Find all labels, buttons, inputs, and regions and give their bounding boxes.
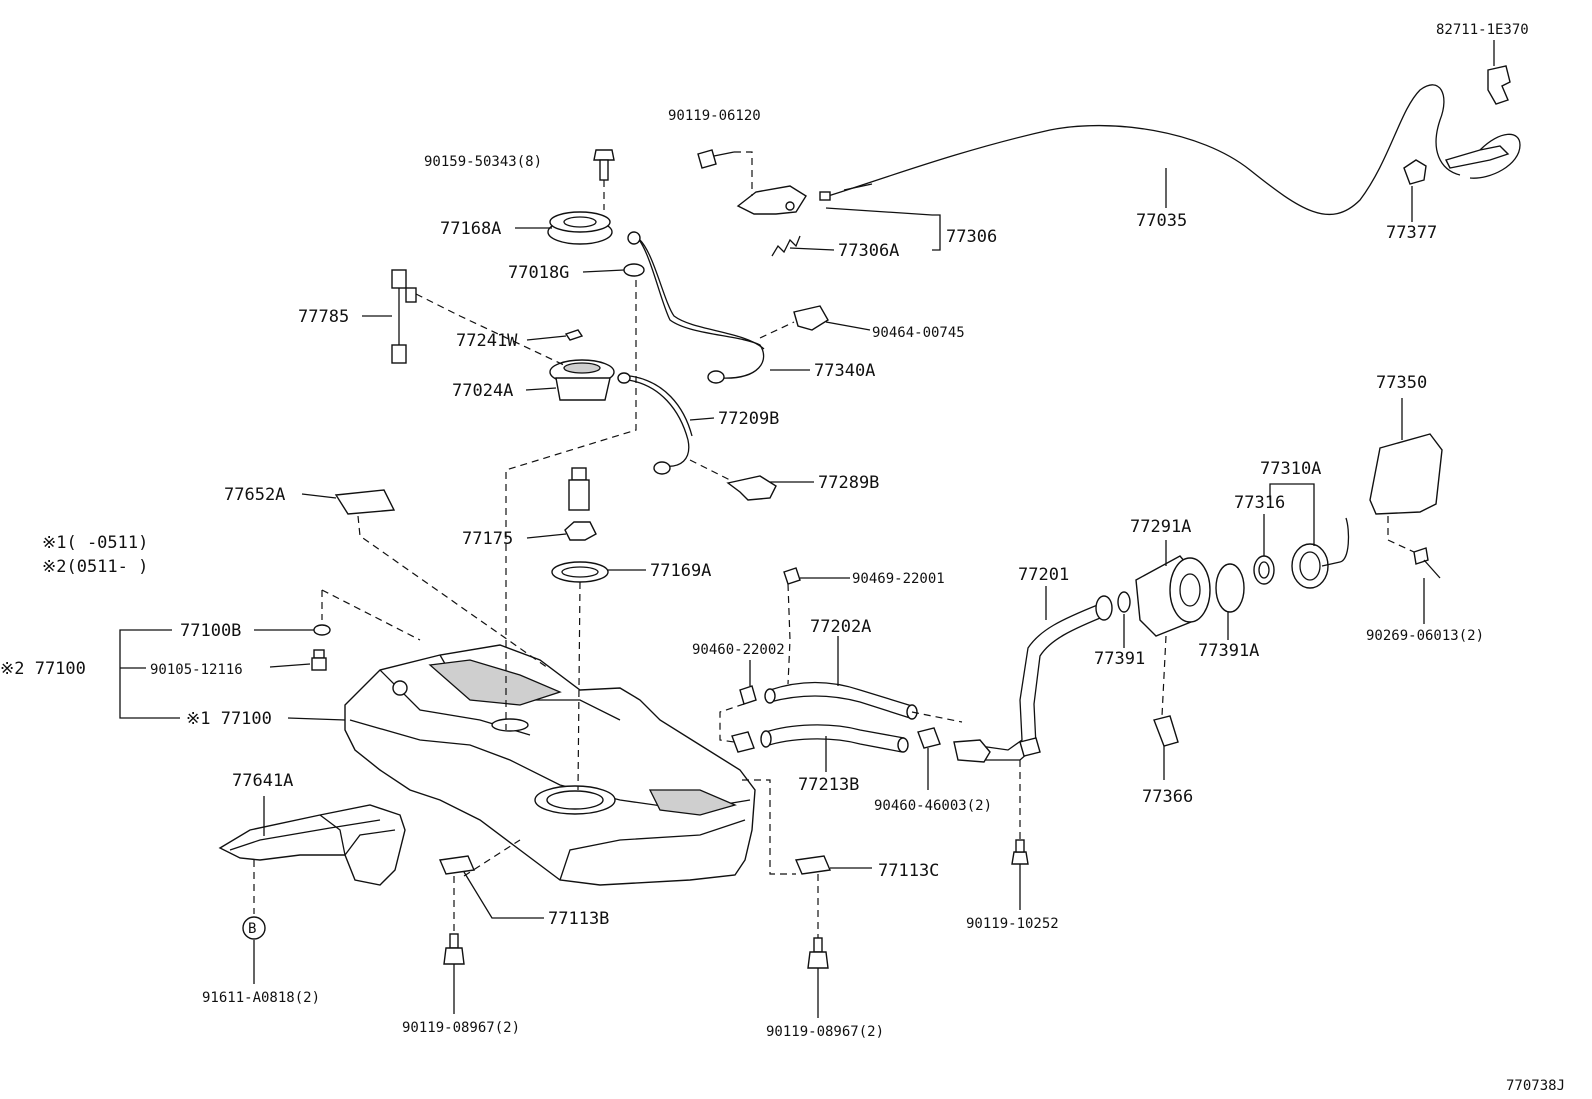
lever-77306 (736, 185, 807, 215)
pump-77175 (564, 467, 597, 541)
ring-77168A (547, 211, 613, 245)
label-77175: 77175 (462, 529, 513, 549)
label-77652A: 77652A (224, 485, 285, 505)
gasket-77169A (551, 561, 609, 583)
label-90269-06013: 90269-06013(2) (1366, 628, 1484, 644)
circle-b-text: B (248, 921, 256, 937)
bolt-90119-10252 (1011, 839, 1029, 865)
housing-77291A (1135, 555, 1211, 637)
label-77213B: 77213B (798, 775, 859, 795)
circle-b-marker (242, 916, 266, 940)
leader-lines (119, 40, 1495, 1018)
clip-77241W (564, 329, 584, 341)
label-77785: 77785 (298, 307, 349, 327)
label-77641A: 77641A (232, 771, 293, 791)
band-77113C (794, 855, 832, 875)
spring-77306A (771, 235, 801, 257)
label-77024A: 77024A (452, 381, 513, 401)
label-77289B: 77289B (818, 473, 879, 493)
label-77291A: 77291A (1130, 517, 1191, 537)
clamp-90469 (783, 567, 801, 585)
label-77113B: 77113B (548, 909, 609, 929)
grommet-77377 (1403, 159, 1427, 185)
label-77035: 77035 (1136, 211, 1187, 231)
label-90119-06120: 90119-06120 (668, 108, 761, 124)
label-82711-1E370: 82711-1E370 (1436, 22, 1529, 38)
fuel-door-77350 (1369, 433, 1443, 515)
clamp-90460-46003 (731, 727, 941, 753)
screw-90269 (1413, 547, 1441, 579)
protector-77366 (1153, 715, 1179, 747)
pump-bracket-77024A (549, 359, 615, 401)
label-77241W: 77241W (456, 331, 518, 351)
clamp-90464 (793, 305, 829, 331)
label-77310A: 77310A (1260, 459, 1321, 479)
tank-protector-77641A (218, 804, 406, 886)
seal-77391 (1117, 591, 1131, 613)
cap-77310A (1291, 517, 1350, 589)
sender-gauge-77785 (391, 269, 417, 364)
label-90105-12116: 90105-12116 (150, 662, 243, 678)
note-2: ※2(0511- ) (42, 557, 148, 577)
label-77209B: 77209B (718, 409, 779, 429)
label-77018G: 77018G (508, 263, 569, 283)
clamp-77289B (726, 475, 777, 501)
clip-82711 (1487, 65, 1511, 105)
label-90464-00745: 90464-00745 (872, 325, 965, 341)
label-77168A: 77168A (440, 219, 501, 239)
bolt-90119-08967-left (443, 933, 465, 965)
gasket-77018G (623, 263, 645, 277)
label-77391: 77391 (1094, 649, 1145, 669)
ring-77391A (1215, 563, 1245, 613)
cushion-77100B (313, 624, 331, 636)
label-77391A: 77391A (1198, 641, 1259, 661)
hose-77202A (764, 681, 918, 720)
label-77169A: 77169A (650, 561, 711, 581)
label-90119-08967-right: 90119-08967(2) (766, 1024, 884, 1040)
note-1: ※1( -0511) (42, 533, 148, 553)
bolt-90159 (593, 149, 615, 181)
label-77113C: 77113C (878, 861, 939, 881)
label-77306: 77306 (946, 227, 997, 247)
label-90460-46003: 90460-46003(2) (874, 798, 992, 814)
label-90460-22002: 90460-22002 (692, 642, 785, 658)
label-77306A: 77306A (838, 241, 899, 261)
bolt-90119-06120 (697, 149, 735, 169)
cable-77035 (819, 84, 1521, 216)
label-77100B: 77100B (180, 621, 241, 641)
plug-90105 (311, 649, 327, 671)
dashed-lines (253, 151, 1415, 938)
labels: 82711-1E370 90119-06120 90159-50343(8) 7… (0, 22, 1565, 1094)
pad-77652A (334, 489, 396, 515)
label-90469-22001: 90469-22001 (852, 571, 945, 587)
tube-77340A (627, 231, 765, 384)
label-90159-50343: 90159-50343(8) (424, 154, 542, 170)
label-77350: 77350 (1376, 373, 1427, 393)
bolt-90119-08967-right (807, 937, 829, 969)
hose-77213B (760, 724, 909, 753)
filler-pipe-77201 (953, 595, 1113, 763)
label-90119-10252: 90119-10252 (966, 916, 1059, 932)
clamp-90460-22002 (739, 685, 757, 705)
band-77113B (438, 855, 476, 875)
label-91611-A0818: 91611-A0818(2) (202, 990, 320, 1006)
label-77316: 77316 (1234, 493, 1285, 513)
label-77202A: 77202A (810, 617, 871, 637)
label-90119-08967-left: 90119-08967(2) (402, 1020, 520, 1036)
diagram-code: 770738J (1506, 1078, 1565, 1094)
gasket-77316 (1253, 555, 1275, 585)
label-77100-note2: ※2 77100 (0, 659, 86, 679)
label-77100-note1: ※1 77100 (186, 709, 272, 729)
label-77377: 77377 (1386, 223, 1437, 243)
label-77366: 77366 (1142, 787, 1193, 807)
tube-77209B (617, 372, 693, 475)
label-77201: 77201 (1018, 565, 1069, 585)
fuel-tank (344, 644, 756, 886)
label-77340A: 77340A (814, 361, 875, 381)
